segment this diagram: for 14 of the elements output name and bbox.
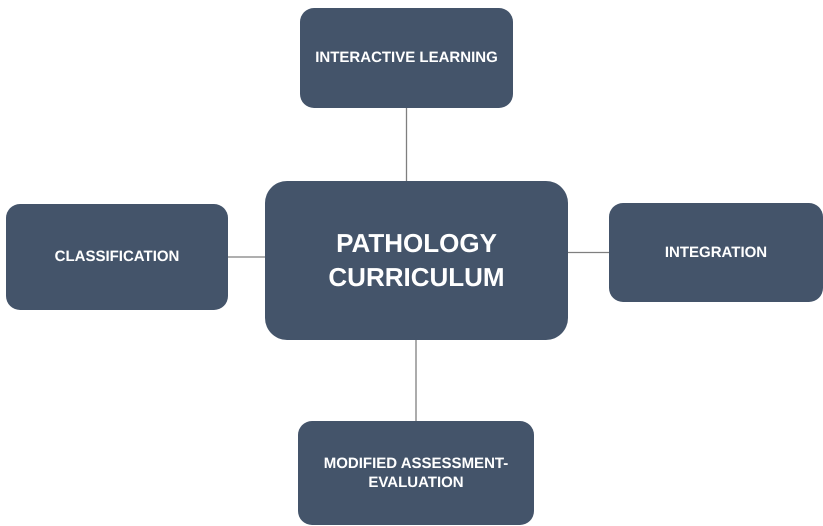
topic-label: CLASSIFICATION <box>54 247 180 267</box>
connector-line <box>228 256 265 258</box>
central-topic-box <box>265 181 568 340</box>
topic-box <box>300 8 513 108</box>
connector-line <box>568 252 609 254</box>
connector-line <box>406 108 408 181</box>
topic-box <box>298 421 534 525</box>
topic-label: MODIFIED ASSESSMENT-EVALUATION <box>322 454 510 492</box>
topic-label: INTEGRATION <box>664 242 768 262</box>
connector-line <box>415 340 417 421</box>
topic-box <box>6 204 228 310</box>
topic-label: PATHOLOGY CURRICULUM <box>327 226 506 294</box>
topic-label: INTERACTIVE LEARNING <box>315 48 498 68</box>
topic-box <box>609 203 823 302</box>
